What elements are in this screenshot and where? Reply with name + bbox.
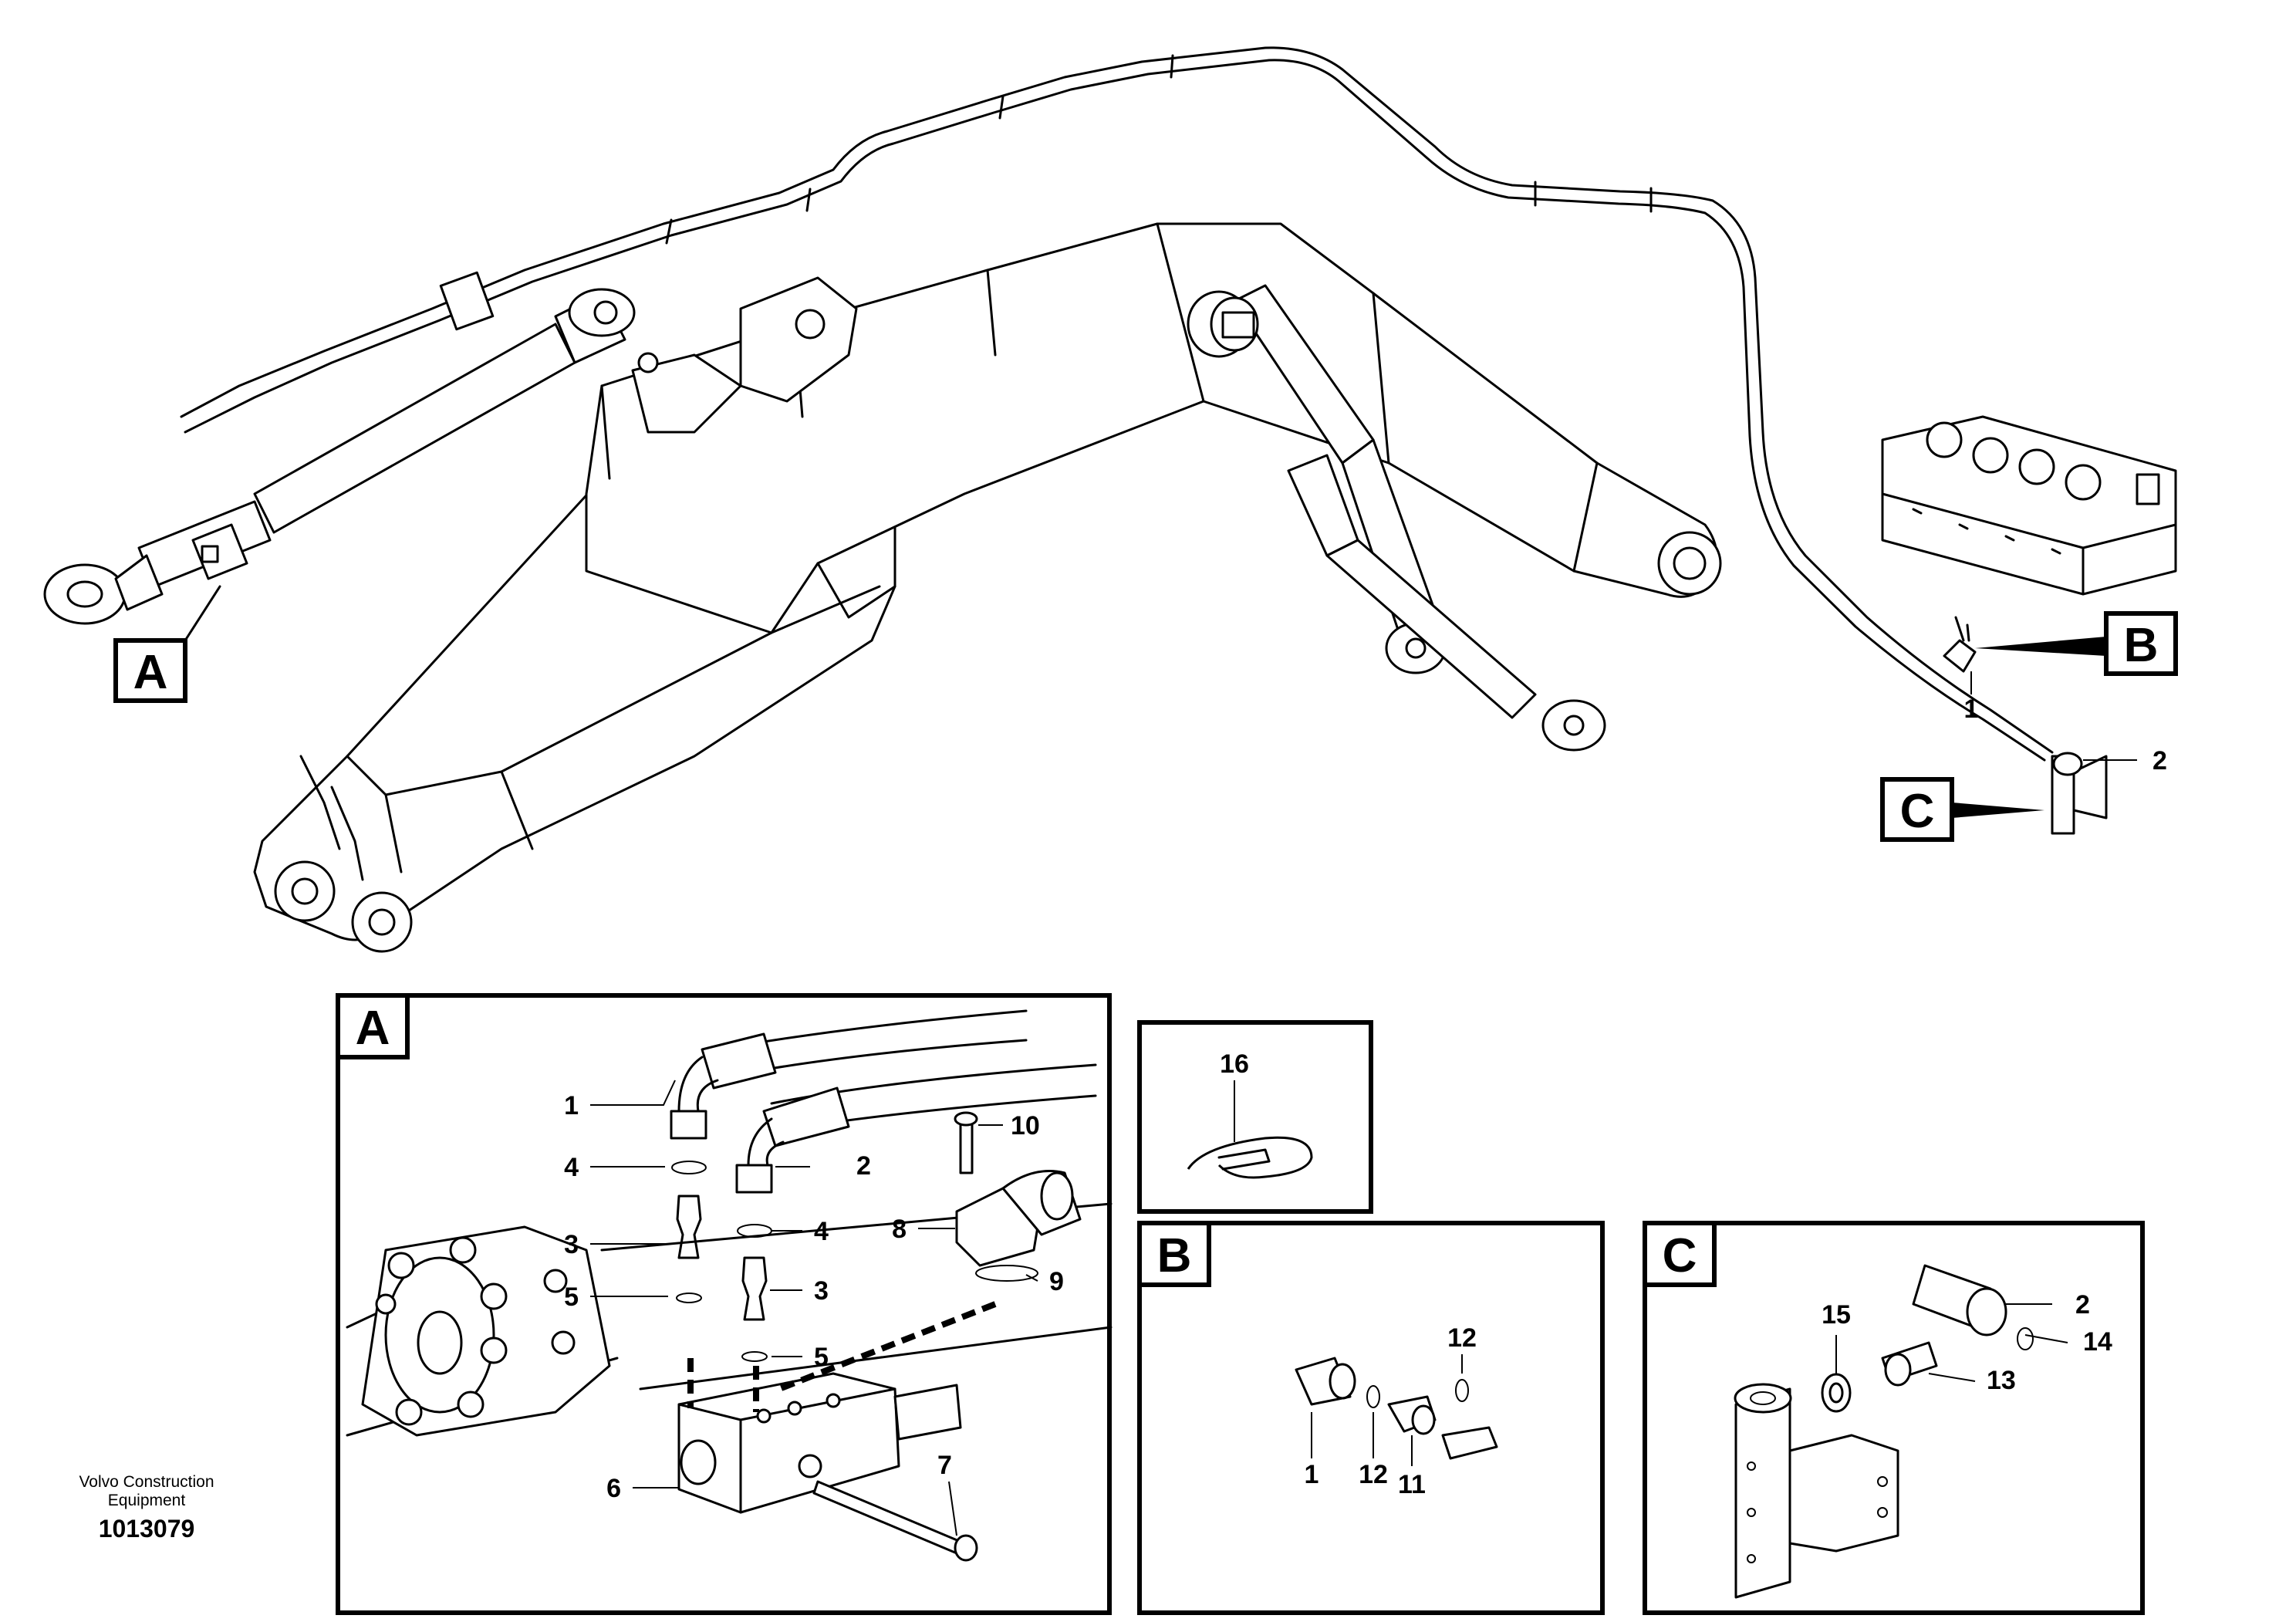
part-label: 2 bbox=[856, 1151, 871, 1181]
detail-C: C 2 14 13 15 bbox=[1643, 1221, 2145, 1615]
part-label: 7 bbox=[937, 1451, 952, 1480]
detail-A-title: A bbox=[356, 1002, 390, 1055]
part-label: 10 bbox=[1011, 1111, 1040, 1140]
part-label: 3 bbox=[564, 1230, 579, 1259]
part-label: 8 bbox=[892, 1215, 907, 1244]
part-label: 13 bbox=[1987, 1366, 2016, 1395]
boom-assembly bbox=[180, 46, 2054, 953]
callout-B-label: B bbox=[2124, 619, 2159, 672]
part-label: 1 bbox=[1305, 1460, 1319, 1489]
detail-cable-tie: 16 bbox=[1137, 1020, 1373, 1214]
company-line1: Volvo Construction bbox=[79, 1473, 214, 1491]
part-label: 12 bbox=[1447, 1323, 1477, 1353]
drawing-footer: Volvo Construction Equipment 1013079 bbox=[79, 1473, 214, 1543]
hose-fitting-B bbox=[1943, 616, 1977, 673]
hose-clip-C bbox=[2051, 752, 2108, 835]
callout-A-label: A bbox=[133, 646, 168, 699]
drawing-number: 1013079 bbox=[99, 1515, 195, 1543]
detail-C-title: C bbox=[1663, 1229, 1697, 1282]
part-label: 11 bbox=[1398, 1470, 1426, 1499]
part-label: 1 bbox=[1964, 694, 1979, 724]
lift-cylinders bbox=[1187, 284, 1606, 752]
callout-box-C-main: C bbox=[1880, 777, 2044, 842]
callout-C-label: C bbox=[1900, 785, 1935, 838]
part-label: 4 bbox=[814, 1217, 829, 1246]
part-label: 5 bbox=[564, 1282, 579, 1312]
detail-B-title: B bbox=[1157, 1229, 1192, 1282]
part-label: 2 bbox=[2152, 746, 2167, 776]
part-label: 5 bbox=[814, 1343, 829, 1372]
part-label: 9 bbox=[1049, 1267, 1064, 1296]
part-label: 6 bbox=[606, 1474, 621, 1503]
part-label: 15 bbox=[1822, 1300, 1851, 1330]
company-line2: Equipment bbox=[108, 1492, 186, 1509]
callout-box-B-main: B bbox=[1975, 611, 2178, 676]
part-label: 1 bbox=[564, 1091, 579, 1120]
control-valve-block bbox=[1881, 415, 2177, 596]
part-label: 12 bbox=[1359, 1460, 1388, 1489]
dipper-cylinder bbox=[43, 271, 636, 625]
part-label: 16 bbox=[1220, 1049, 1249, 1079]
part-label: 14 bbox=[2083, 1327, 2112, 1357]
part-label: 2 bbox=[2075, 1290, 2090, 1320]
main-part-labels: 1 2 bbox=[1964, 671, 2167, 776]
detail-A: A bbox=[336, 993, 1113, 1615]
detail-B: B 12 1 12 11 bbox=[1137, 1221, 1605, 1615]
callout-box-A-main: A bbox=[113, 585, 221, 703]
part-label: 4 bbox=[564, 1153, 579, 1182]
part-label: 3 bbox=[814, 1276, 829, 1306]
